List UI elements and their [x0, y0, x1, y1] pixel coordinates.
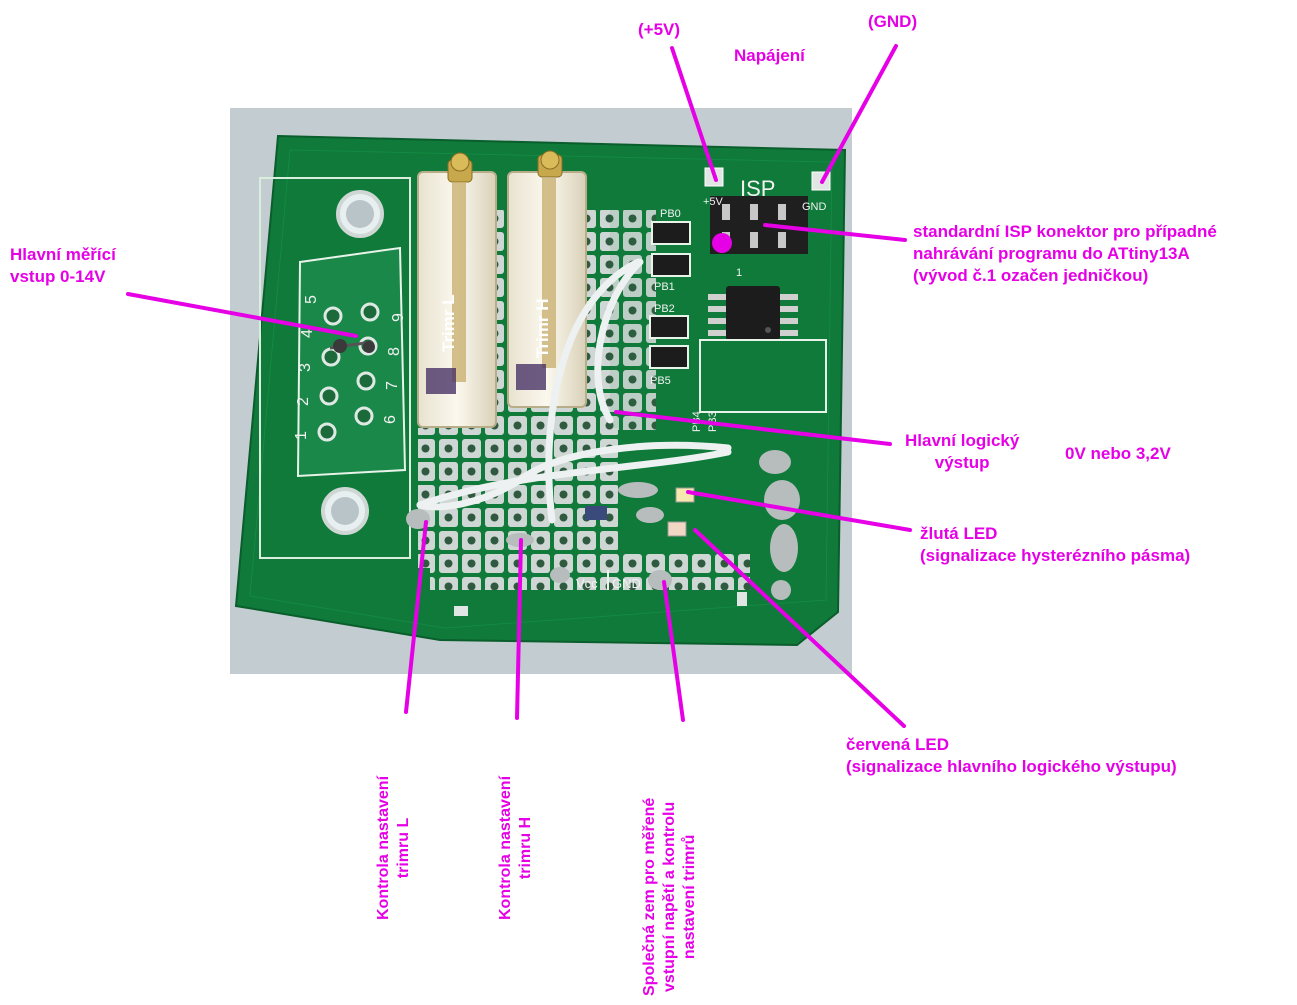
main-input-line2: vstup 0-14V [10, 267, 106, 286]
trimmer-h [507, 150, 587, 408]
trim-l-check-line1: Kontrola nastavení [375, 775, 392, 920]
main-input-annotation: Hlavní měřící vstup 0-14V [10, 244, 116, 288]
red-led-line2: (signalizace hlavního logického výstupu) [846, 757, 1177, 776]
red-led-line1: červená LED [846, 735, 949, 754]
trimmer-l [417, 152, 497, 428]
trim-l-check-line2: trimru L [395, 817, 412, 879]
plus5v-label: (+5V) [638, 20, 681, 39]
isp-annotation-line1: standardní ISP konektor pro případné [913, 222, 1217, 241]
trim-l-check-annotation: Kontrola nastavení trimru L [374, 776, 414, 920]
power-label: Napájení [734, 46, 805, 65]
vcc-silk: Vcc [576, 576, 598, 591]
db9-pin-8: 8 [386, 347, 403, 356]
yellow-led-line2: (signalizace hysterézního pásma) [920, 546, 1191, 565]
db9-pin-6: 6 [382, 415, 399, 424]
isp-annotation-line2: nahrávání programu do ATtiny13A [913, 244, 1190, 263]
db9-pin-2: 2 [295, 397, 312, 406]
pin1-silk: 1 [736, 267, 742, 279]
pb0-silk: PB0 [660, 208, 681, 220]
isp-annotation-line3: (vývod č.1 ozačen jedničkou) [913, 266, 1149, 285]
isp-annotation: standardní ISP konektor pro případné nah… [913, 221, 1217, 287]
gnd-bottom-silk: GND [612, 576, 641, 591]
logic-output-annotation: Hlavní logický výstup [905, 430, 1019, 474]
yellow-led-annotation: žlutá LED (signalizace hysterézního pásm… [920, 523, 1190, 567]
db9-pin-1: 1 [293, 431, 310, 440]
pb1-silk: PB1 [654, 281, 675, 293]
logic-output-levels: 0V nebo 3,2V [1065, 444, 1171, 463]
isp-silk: ISP [740, 176, 775, 201]
gnd-silk: GND [802, 201, 827, 213]
common-ground-annotation: Společná zem pro měřené vstupní napětí a… [640, 798, 700, 996]
logic-output-line1: Hlavní logický [905, 431, 1020, 450]
trim-h-check-annotation: Kontrola nastavení trimru H [496, 776, 536, 920]
db9-pin-9: 9 [390, 313, 407, 322]
isp-connector [710, 196, 808, 254]
trimmer-l-label: Trimr L [439, 294, 458, 352]
attiny13a-chip [708, 286, 798, 340]
plus5v-silk: +5V [703, 196, 724, 208]
red-led-annotation: červená LED (signalizace hlavního logick… [846, 734, 1177, 778]
gnd-label: (GND) [868, 12, 918, 31]
common-ground-line2: vstupní napětí a kontrolu [661, 801, 678, 992]
wires [416, 258, 732, 524]
trimmer-h-label: Trimr H [533, 298, 552, 358]
pb5-silk: PB5 [650, 375, 671, 387]
common-ground-line1: Společná zem pro měřené [641, 797, 658, 996]
annotation-pointers [126, 44, 912, 728]
red-led [667, 521, 687, 537]
yellow-led-line1: žlutá LED [920, 524, 998, 543]
logic-output-line2: výstup [934, 453, 990, 472]
db9-pin-4: 4 [299, 329, 316, 338]
db9-pin-7: 7 [384, 381, 401, 390]
pb2-silk: PB2 [654, 303, 675, 315]
yellow-led [675, 487, 695, 503]
db9-pin-5: 5 [303, 295, 320, 304]
main-input-line1: Hlavní měřící [10, 245, 116, 264]
trim-h-check-line1: Kontrola nastavení [497, 775, 514, 920]
db9-pin-3: 3 [297, 363, 314, 372]
common-ground-line3: nastavení trimrů [681, 834, 698, 960]
trim-h-check-line2: trimru H [517, 816, 534, 880]
